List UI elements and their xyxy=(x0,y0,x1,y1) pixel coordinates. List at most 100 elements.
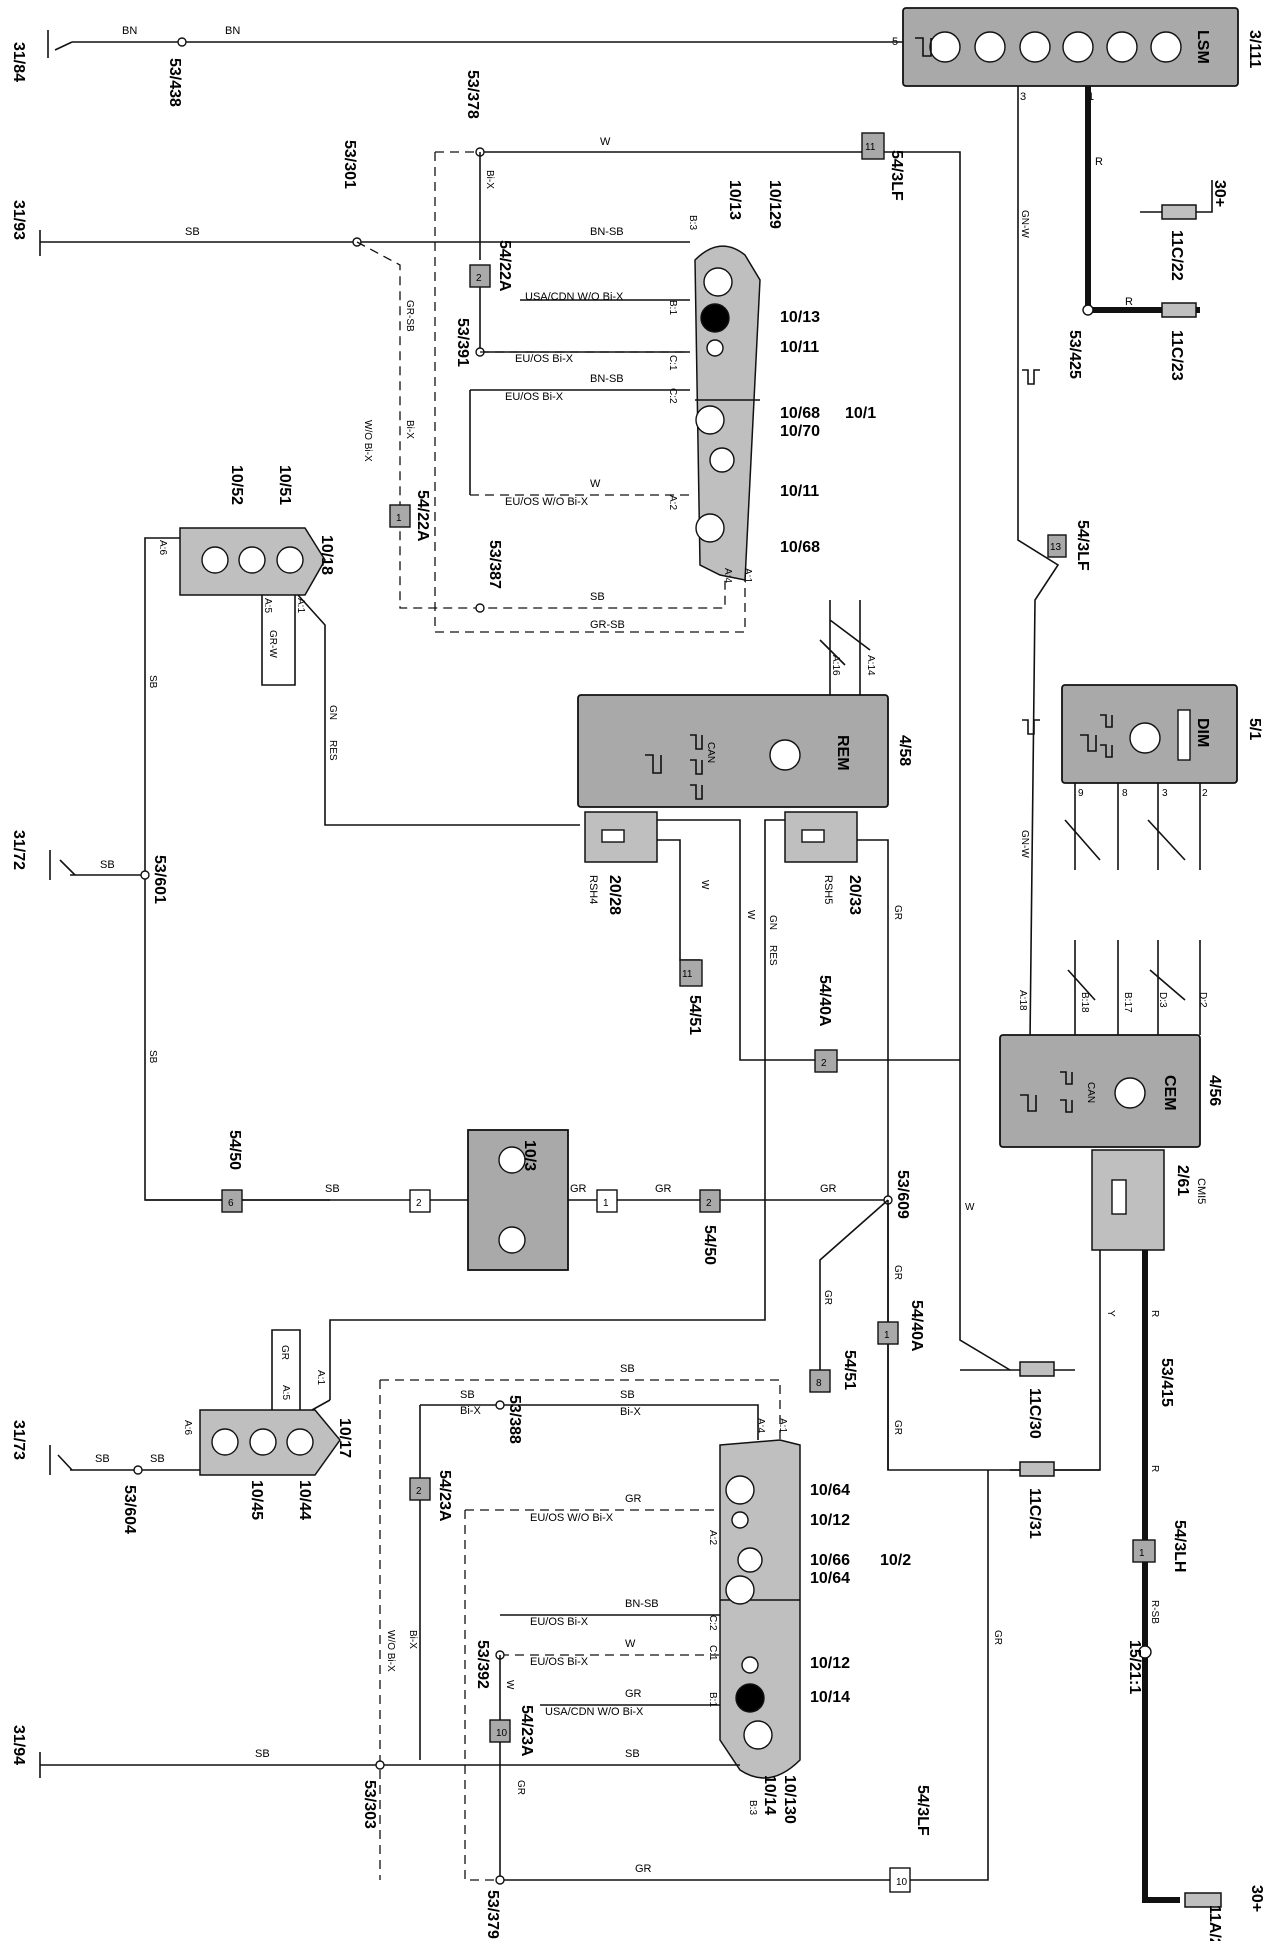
cmi5-relay: 2/61 CMI5 xyxy=(1091,1149,1207,1251)
wire-r-cmi: R xyxy=(1149,1310,1160,1317)
wire-gr-fl: GR xyxy=(625,1493,642,1505)
center-lamp-group: 10/3 xyxy=(467,1129,569,1271)
wire-sb-fl-b2: SB xyxy=(625,1748,640,1760)
rear-right-group: 10/18 xyxy=(318,535,335,575)
splice-53-392: 53/392 xyxy=(474,1640,491,1689)
fl-10-64b: 10/64 xyxy=(810,1570,850,1587)
wire-w-fl-v: W xyxy=(504,1680,515,1690)
wire-w-11c30: W xyxy=(965,1202,975,1213)
rear-left-group: 10/17 xyxy=(336,1418,353,1458)
variant-usa-fl: USA/CDN W/O Bi-X xyxy=(545,1706,644,1718)
conn-54-3lf-b: 54/3LF xyxy=(1074,520,1091,571)
dim-module: DIM 5/1 9 8 3 2 xyxy=(1061,684,1263,799)
wire-sb-fl-b1: SB xyxy=(255,1748,270,1760)
wire-bix-fl-v: Bi-X xyxy=(407,1630,418,1649)
wire-gn-w-1: GN-W xyxy=(1019,210,1030,238)
wire-w-rem: W xyxy=(745,910,756,920)
fl-pin-b3: B:3 xyxy=(747,1800,758,1815)
rl-pin-a1: A:1 xyxy=(315,1370,326,1385)
rr-pin-a6: A:6 xyxy=(157,540,168,555)
wire-sb-fl: SB xyxy=(620,1389,635,1401)
rear-left-10-45: 10/45 xyxy=(248,1480,265,1520)
fuse-11c-22: 11C/22 xyxy=(1168,230,1185,281)
rr-pin-a1: A:1 xyxy=(295,598,306,613)
wire-gr-v3: GR xyxy=(892,1420,903,1435)
wire-w-fl: W xyxy=(625,1638,636,1650)
pin-c2: C:2 xyxy=(667,388,678,404)
conn-pin-2-50: 2 xyxy=(706,1198,712,1209)
conn-54-3lh: 54/3LH xyxy=(1171,1520,1188,1572)
wire-w-rsh4: W xyxy=(699,880,710,890)
fuse-11c-31: 11C/31 xyxy=(1026,1488,1043,1539)
conn-pin-10: 10 xyxy=(896,1877,908,1888)
wire-gr-v1: GR xyxy=(822,1290,833,1305)
splice-53-391: 53/391 xyxy=(454,318,471,367)
rsh4-relay: 20/28 RSH4 xyxy=(584,811,658,915)
wire-bix-v: Bi-X xyxy=(404,420,415,439)
rsh5-relay: 20/33 RSH5 xyxy=(784,811,863,915)
splice-53-609: 53/609 xyxy=(894,1170,911,1219)
ground-31-94: 31/94 xyxy=(10,1725,27,1765)
wire-sb-fr-2: SB xyxy=(590,591,605,603)
wire-gr-fl-b: GR xyxy=(635,1863,652,1875)
supply-30-bottom: 30+ xyxy=(1248,1885,1265,1912)
ground-31-93: 31/93 xyxy=(10,200,27,240)
dim-pin-3: 3 xyxy=(1162,788,1168,799)
rem-name: REM xyxy=(834,735,851,771)
rsh4-name: RSH4 xyxy=(587,875,599,904)
lsm-module: LSM 3/111 5 3 1 xyxy=(892,7,1263,103)
fl-pin-c1: C:1 xyxy=(707,1645,718,1661)
wire-wo-bix-v: W/O Bi-X xyxy=(362,420,373,462)
conn-pin-1-mid: 1 xyxy=(603,1198,609,1209)
pin-a2: A:2 xyxy=(667,495,678,510)
wire-gr-w: GR-W xyxy=(267,630,278,658)
wire-bix-1: Bi-X xyxy=(460,1405,481,1417)
splice-53-387: 53/387 xyxy=(486,540,503,589)
cem-name: CEM xyxy=(1161,1075,1178,1111)
rear-right-10-52: 10/52 xyxy=(228,465,245,505)
cem-pin-d2: D:2 xyxy=(1197,992,1208,1008)
pin-a1: A:1 xyxy=(742,568,753,583)
ground-31-73: 31/73 xyxy=(10,1420,27,1460)
rear-right-10-51: 10/51 xyxy=(276,465,293,505)
wire-bn-sb-2: BN-SB xyxy=(590,373,624,385)
fl-10-12b: 10/12 xyxy=(810,1655,850,1672)
conn-54-40a-a: 54/40A xyxy=(816,975,833,1027)
wire-gn-w-2: GN-W xyxy=(1019,830,1030,858)
pin-b3: B:3 xyxy=(687,215,698,230)
fl-pin-a1: A:1 xyxy=(777,1418,788,1433)
conn-54-23a-b: 54/23A xyxy=(518,1705,535,1757)
conn-54-50-b: 54/50 xyxy=(701,1225,718,1265)
splice-53-378: 53/378 xyxy=(464,70,481,119)
conn-54-23a-a: 54/23A xyxy=(436,1470,453,1522)
variant-eu-fl-2: EU/OS Bi-X xyxy=(530,1656,589,1668)
front-right-lamp-group: 10/13 10/129 10/13 10/11 10/68 10/70 10/… xyxy=(667,180,876,583)
dim-id: 5/1 xyxy=(1246,718,1263,740)
rsh5-name: RSH5 xyxy=(822,875,834,904)
conn-pin-1-23a: 2 xyxy=(416,1486,422,1497)
rl-pin-a6: A:6 xyxy=(182,1420,193,1435)
front-left-lamp-group: 10/64 10/12 10/66 10/64 10/2 10/12 10/14… xyxy=(707,1418,911,1824)
wire-gr-sb-v: GR-SB xyxy=(404,300,415,332)
wire-gr-rl: GR xyxy=(279,1345,290,1360)
dim-pin-2: 2 xyxy=(1202,788,1208,799)
fl-10-66: 10/66 xyxy=(810,1552,850,1569)
variant-eu-2: EU/OS Bi-X xyxy=(505,391,564,403)
wire-r-lower: R xyxy=(1149,1465,1160,1472)
splice-53-415: 53/415 xyxy=(1158,1358,1175,1407)
fuse-11c-23: 11C/23 xyxy=(1168,330,1185,381)
cem-pin-d3: D:3 xyxy=(1157,992,1168,1008)
cem-id: 4/56 xyxy=(1206,1075,1223,1106)
cem-can: CAN xyxy=(1085,1082,1096,1103)
conn-pin-8-51: 8 xyxy=(816,1378,822,1389)
fuse-11a-2: 11A/2 xyxy=(1206,1905,1223,1941)
wire-gb-fl: GR xyxy=(625,1688,642,1700)
lamp-id-10-13a: 10/13 xyxy=(726,180,743,220)
wire-bn-2: BN xyxy=(225,25,240,37)
rem-can: CAN xyxy=(705,742,716,763)
fl-pin-a4: A:4 xyxy=(755,1418,766,1433)
rear-right-lamp-group: 10/18 10/52 10/51 A:6 A:5 A:1 xyxy=(157,465,335,613)
splice-53-604: 53/604 xyxy=(121,1485,138,1534)
lamp-id-10-68b: 10/68 xyxy=(780,539,820,556)
rear-left-10-44: 10/44 xyxy=(296,1480,313,1520)
